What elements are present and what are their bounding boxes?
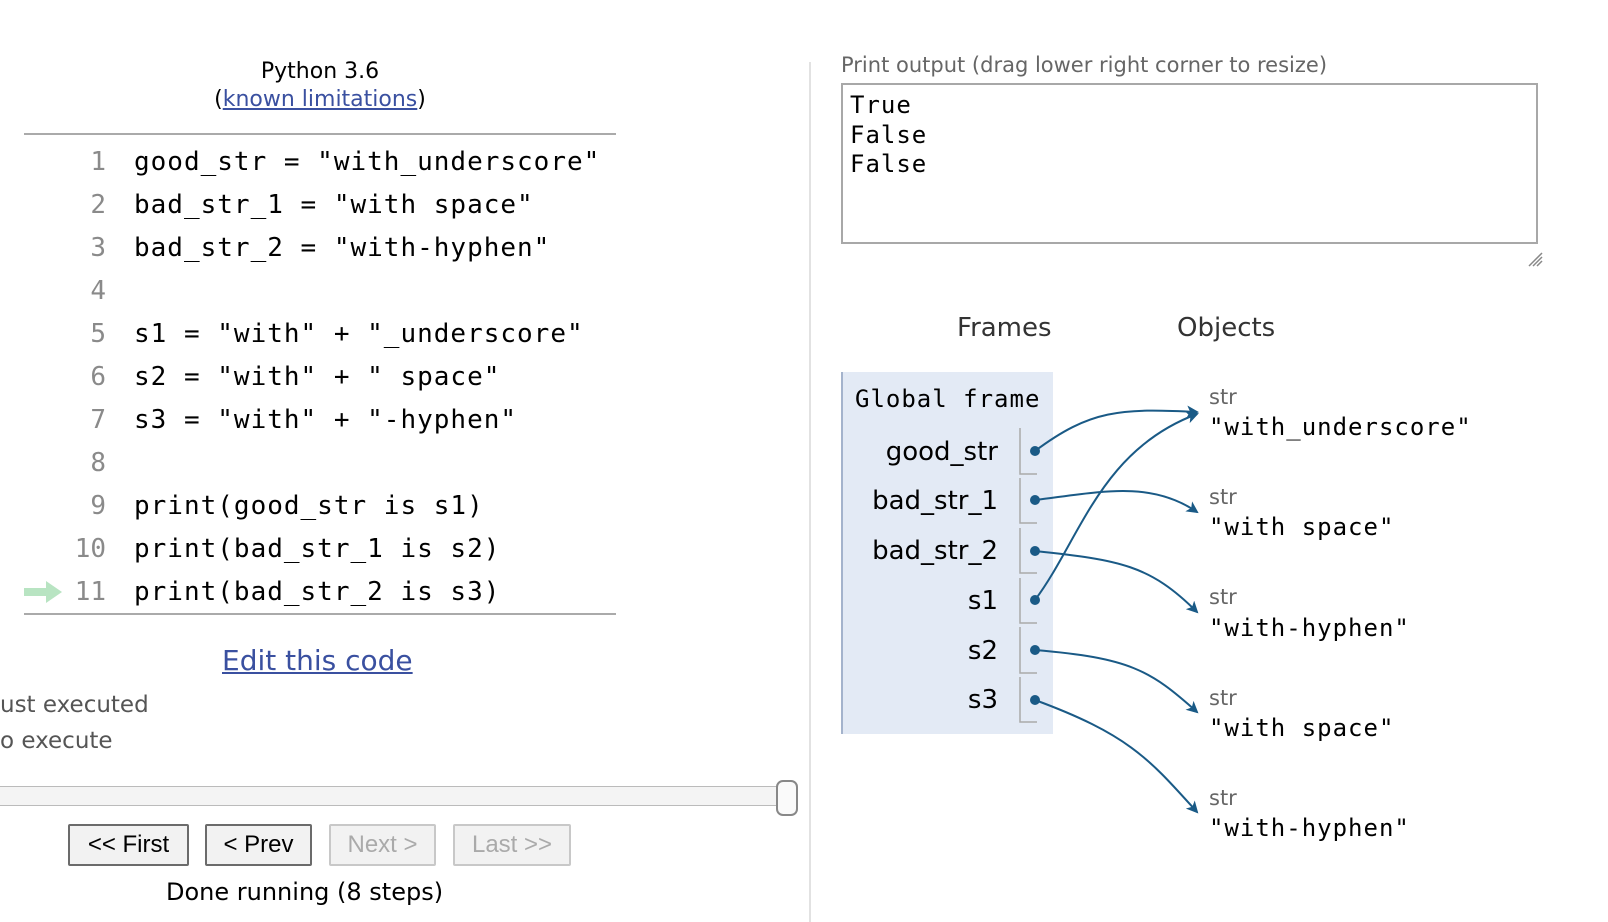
code-line: 3 bad_str_2 = "with-hyphen": [0, 233, 640, 276]
code-top-divider: [24, 133, 616, 135]
var-s2: s2: [967, 636, 998, 666]
line-number: 2: [90, 190, 106, 220]
frames-heading: Frames: [957, 313, 1052, 343]
code-line: 5 s1 = "with" + "_underscore": [0, 319, 640, 362]
known-limitations-link[interactable]: known limitations: [222, 87, 418, 112]
next-button: Next >: [329, 824, 436, 866]
edit-code-link[interactable]: Edit this code: [222, 644, 413, 677]
code-text: print(good_str is s1): [134, 491, 484, 521]
var-s1: s1: [967, 586, 998, 616]
resize-grip-icon[interactable]: [1527, 251, 1543, 267]
code-line: 2 bad_str_1 = "with space": [0, 190, 640, 233]
limitations-line: (known limitations): [214, 87, 426, 112]
code-bottom-divider: [24, 613, 616, 615]
line-number: 6: [90, 362, 106, 392]
pointer-good-str: [1034, 405, 1199, 452]
code-text: s3 = "with" + "-hyphen": [134, 405, 518, 435]
object-type: str: [1209, 585, 1237, 609]
object-value: "with space": [1209, 714, 1395, 742]
first-button[interactable]: << First: [68, 824, 189, 866]
objects-heading: Objects: [1177, 313, 1276, 343]
pointer-s3: [1034, 699, 1199, 814]
object-value: "with-hyphen": [1209, 814, 1410, 842]
var-bad-str-1: bad_str_1: [872, 486, 998, 516]
var-good-str: good_str: [885, 437, 998, 467]
step-slider-handle[interactable]: [776, 780, 798, 816]
step-status-text: Done running (8 steps): [166, 878, 444, 906]
var-s3: s3: [967, 685, 998, 715]
print-output-box[interactable]: True False False: [841, 83, 1538, 244]
code-text: print(bad_str_1 is s2): [134, 534, 501, 564]
code-line: 6 s2 = "with" + " space": [0, 362, 640, 405]
line-number: 10: [74, 534, 106, 564]
object-value: "with_underscore": [1209, 413, 1472, 441]
code-line: 4: [0, 276, 640, 319]
line-number: 4: [90, 276, 106, 306]
code-line: 10 print(bad_str_1 is s2): [0, 534, 640, 577]
var-bad-str-2: bad_str_2: [872, 536, 998, 566]
line-number: 5: [90, 319, 106, 349]
legend-just-executed: ust executed: [0, 692, 149, 718]
current-line-arrow-icon: [24, 581, 62, 603]
line-number: 3: [90, 233, 106, 263]
pointer-s1: [1034, 411, 1199, 601]
code-line: 7 s3 = "with" + "-hyphen": [0, 405, 640, 448]
line-number: 11: [74, 577, 106, 607]
code-line: 1 good_str = "with_underscore": [0, 147, 640, 190]
prev-button[interactable]: < Prev: [205, 824, 312, 866]
panel-divider: [809, 62, 811, 922]
pointer-bad-str-1: [1034, 490, 1199, 514]
print-output-label: Print output (drag lower right corner to…: [841, 53, 1328, 77]
code-text: s2 = "with" + " space": [134, 362, 501, 392]
legend-to-execute: o execute: [0, 728, 113, 754]
pointer-bad-str-2: [1034, 550, 1199, 614]
code-text: bad_str_1 = "with space": [134, 190, 534, 220]
global-frame: [841, 372, 1053, 734]
code-text: s1 = "with" + "_underscore": [134, 319, 584, 349]
object-type: str: [1209, 385, 1237, 409]
object-type: str: [1209, 786, 1237, 810]
object-type: str: [1209, 686, 1237, 710]
object-value: "with-hyphen": [1209, 614, 1410, 642]
code-line-current: 11 print(bad_str_2 is s3): [0, 577, 640, 620]
line-number: 8: [90, 448, 106, 478]
line-number: 1: [90, 147, 106, 177]
pointer-s2: [1034, 649, 1199, 714]
code-line: 9 print(good_str is s1): [0, 491, 640, 534]
line-number: 7: [90, 405, 106, 435]
object-value: "with space": [1209, 513, 1395, 541]
line-number: 9: [90, 491, 106, 521]
global-frame-title: Global frame: [855, 385, 1041, 413]
last-button: Last >>: [453, 824, 571, 866]
object-type: str: [1209, 485, 1237, 509]
code-text: print(bad_str_2 is s3): [134, 577, 501, 607]
language-label: Python 3.6: [260, 59, 380, 84]
step-slider-track[interactable]: [0, 786, 798, 806]
code-text: good_str = "with_underscore": [134, 147, 601, 177]
code-line: 8: [0, 448, 640, 491]
code-text: bad_str_2 = "with-hyphen": [134, 233, 551, 263]
